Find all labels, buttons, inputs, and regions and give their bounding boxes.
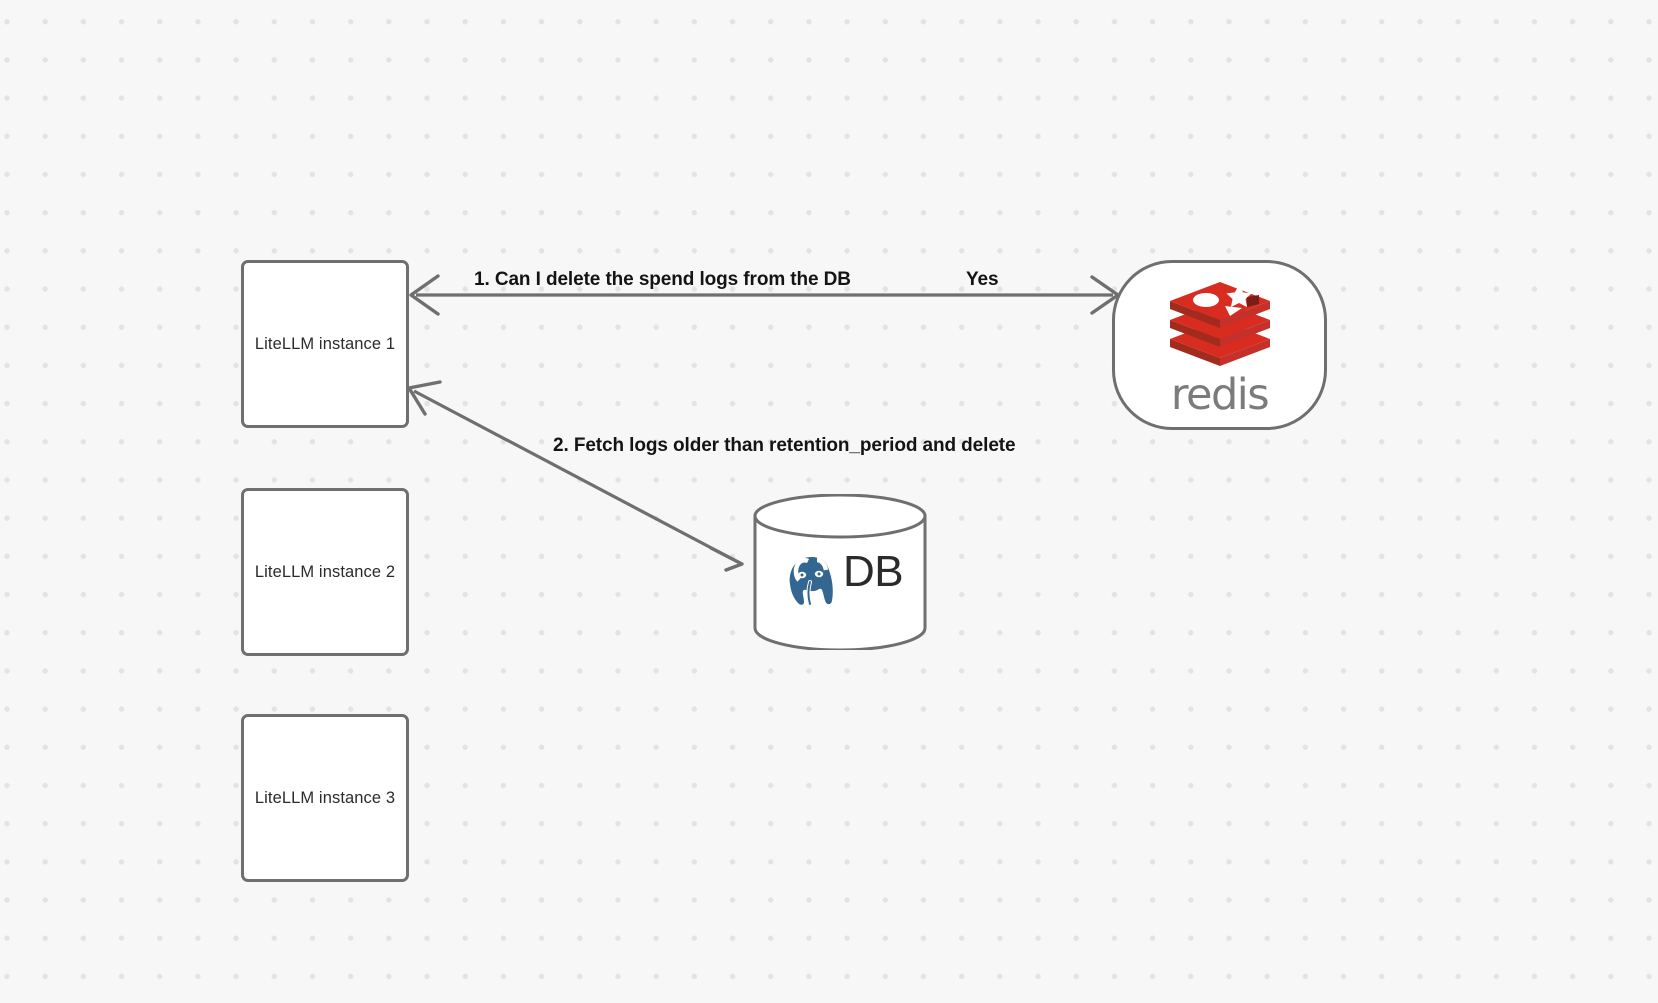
db-cylinder-shape <box>753 494 927 650</box>
node-litellm-instance-1-label: LiteLLM instance 1 <box>254 334 396 353</box>
node-litellm-instance-3[interactable]: LiteLLM instance 3 <box>241 714 409 882</box>
redis-logo-icon <box>1167 275 1273 372</box>
node-litellm-instance-2-label: LiteLLM instance 2 <box>254 562 396 581</box>
arrowhead-left <box>409 274 440 316</box>
edge-label-yes: Yes <box>966 269 999 290</box>
arrowhead-upleft <box>407 380 442 416</box>
node-litellm-instance-3-label: LiteLLM instance 3 <box>254 788 396 807</box>
db-node-label: DB <box>842 547 904 596</box>
arrowhead-downright <box>709 546 744 572</box>
node-postgres-db[interactable]: DB <box>752 494 928 650</box>
edge-litellm1-db <box>407 380 744 572</box>
node-litellm-instance-2[interactable]: LiteLLM instance 2 <box>241 488 409 656</box>
edge-label-2: 2. Fetch logs older than retention_perio… <box>553 435 1016 456</box>
redis-wordmark-label: redis <box>1170 370 1270 420</box>
node-redis[interactable]: redis <box>1112 260 1327 430</box>
node-litellm-instance-1[interactable]: LiteLLM instance 1 <box>241 260 409 428</box>
edge-label-1: 1. Can I delete the spend logs from the … <box>474 269 851 290</box>
postgresql-elephant-icon <box>777 549 843 615</box>
